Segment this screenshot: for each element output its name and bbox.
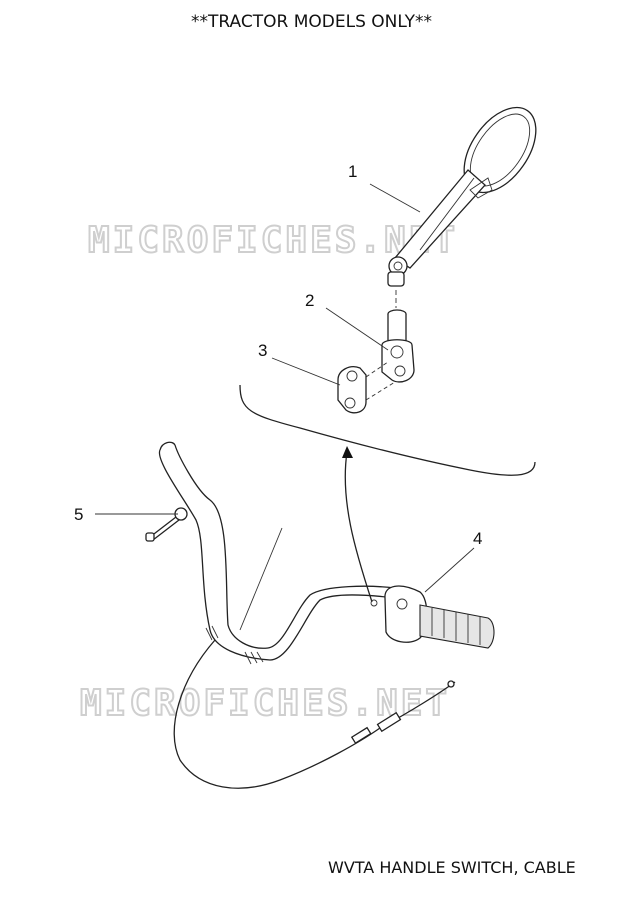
- diagram-caption: WVTA HANDLE SWITCH, CABLE: [328, 858, 576, 877]
- mirror-mount-part[interactable]: [381, 309, 415, 383]
- callout-2: 2: [305, 291, 314, 310]
- watermark-top: MICROFICHES.NET: [88, 220, 458, 261]
- leader-2: [325, 307, 389, 351]
- page-title: **TRACTOR MODELS ONLY**: [191, 12, 432, 32]
- callout-4: 4: [473, 529, 482, 548]
- leader-1: [369, 183, 421, 213]
- detail-bracket: [239, 384, 536, 476]
- detail-arrow: [344, 451, 373, 603]
- leader-3: [271, 357, 341, 386]
- leader-4: [424, 547, 475, 593]
- callout-1: 1: [348, 162, 357, 181]
- cable-part[interactable]: [173, 639, 456, 789]
- handlebar-part[interactable]: [158, 441, 396, 665]
- screw-part[interactable]: [145, 507, 188, 542]
- callout-5: 5: [74, 505, 83, 524]
- watermark-bottom: MICROFICHES.NET: [80, 683, 450, 724]
- watermark-group: MICROFICHES.NET MICROFICHES.NET: [79, 219, 458, 725]
- clamp-part[interactable]: [337, 361, 396, 414]
- callout-3: 3: [258, 341, 267, 360]
- detail-arrowhead: [342, 446, 353, 458]
- mirror-part[interactable]: [387, 95, 550, 308]
- handle-switch-part[interactable]: [370, 585, 495, 649]
